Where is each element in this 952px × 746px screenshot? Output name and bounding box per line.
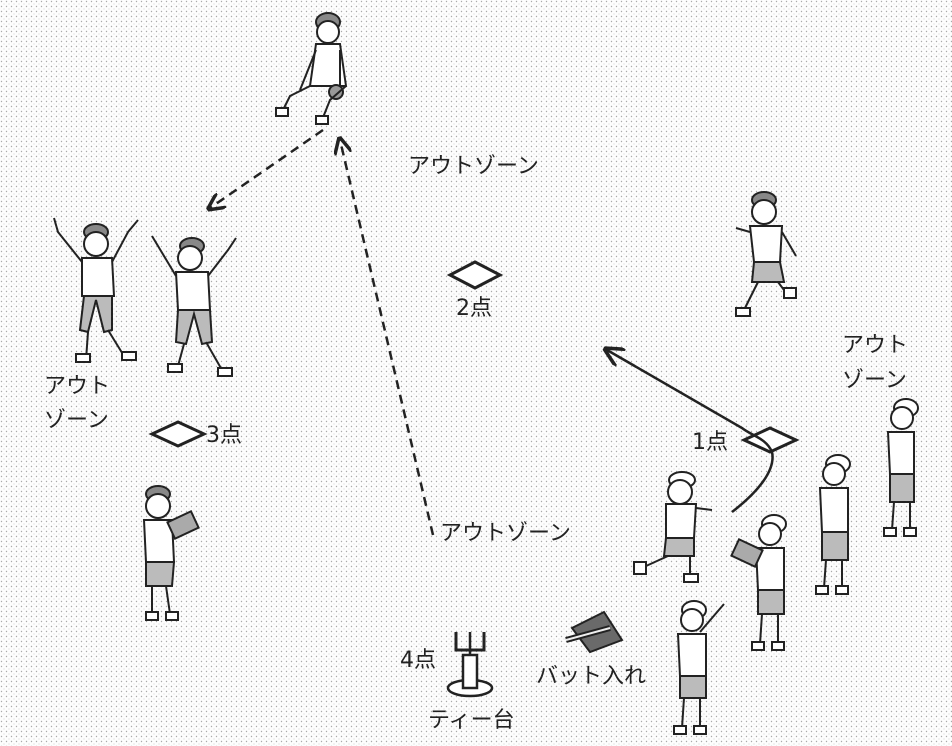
- batter-running-icon: [633, 471, 713, 583]
- waiting-player-2-icon: [815, 454, 851, 595]
- running-player-top-icon: [735, 191, 797, 317]
- tee-stand-label: ティー台: [428, 708, 515, 733]
- out-zone-right-label-line2: ゾーン: [842, 368, 907, 393]
- base-3-points-label: 3点: [206, 423, 242, 448]
- bat-holder-icon: [565, 610, 624, 654]
- waiting-player-1-icon: [883, 398, 919, 537]
- out-zone-bottom-label: アウトゾーン: [440, 521, 571, 546]
- bat-holder-label: バット入れ: [536, 664, 647, 689]
- out-zone-right-label-line1: アウト: [842, 333, 909, 358]
- base-1: [740, 426, 800, 454]
- tee-4-points-label: 4点: [400, 648, 436, 673]
- base-2: [446, 260, 504, 290]
- base-2-points-label: 2点: [456, 296, 492, 321]
- out-zone-top-label: アウトゾーン: [408, 154, 539, 179]
- out-zone-left-label-line1: アウト: [44, 374, 111, 399]
- out-zone-left-label-line2: ゾーン: [44, 408, 109, 433]
- scorekeeper-right-icon: [730, 514, 787, 651]
- batting-tee-icon: [446, 632, 494, 698]
- cheering-player-2-icon: [151, 235, 237, 377]
- fielder-catching-icon: [275, 12, 348, 125]
- relay-throw-arrow: [210, 128, 324, 208]
- throw-path-arrow: [340, 140, 435, 536]
- base-3: [148, 420, 208, 448]
- base-1-points-label: 1点: [692, 430, 728, 455]
- next-batter-icon: [673, 600, 725, 735]
- cheering-player-1-icon: [53, 217, 139, 363]
- scorekeeper-left-icon: [142, 485, 200, 621]
- runner-path-arrow: [607, 350, 774, 513]
